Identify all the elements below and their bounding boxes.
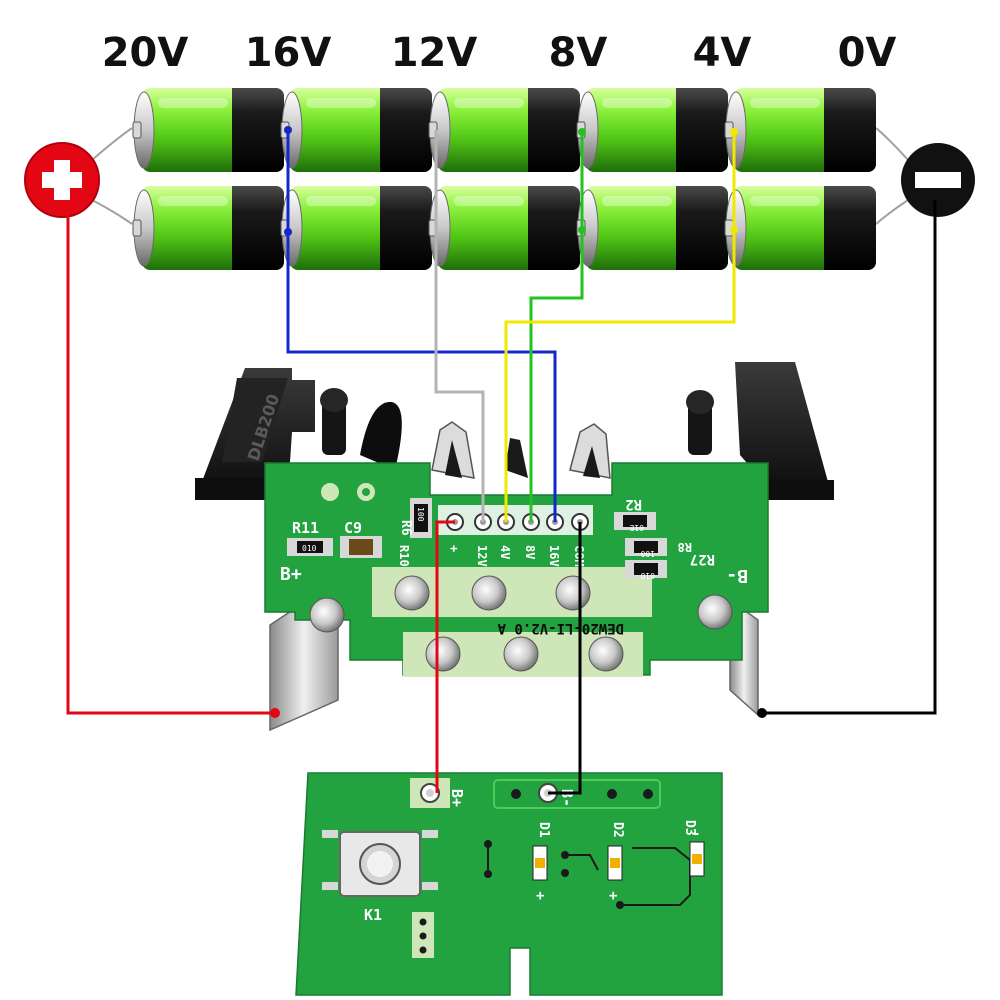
- label-d2-plus: +: [609, 888, 617, 904]
- battery-cell: [576, 186, 728, 270]
- voltage-label-0v: 0V: [838, 30, 897, 76]
- voltage-label-12v: 12V: [391, 30, 478, 76]
- label-r11: R11: [292, 519, 319, 537]
- label-r8: R8: [678, 540, 692, 554]
- pin-label: 4V: [498, 545, 512, 559]
- battery-cell: [428, 88, 580, 172]
- voltage-label-20v: 20V: [102, 30, 189, 76]
- label-b-minus-connector: B-: [726, 565, 748, 586]
- battery-cell: [724, 88, 876, 172]
- wire-b-minus-indicator: [548, 522, 582, 795]
- blade-contacts: [431, 421, 611, 479]
- label-smd-r6: 100: [416, 507, 425, 522]
- battery-cell: [576, 88, 728, 172]
- label-d2: D2: [610, 822, 625, 838]
- label-b-plus-connector: B+: [280, 564, 302, 585]
- label-r27: R27: [690, 551, 715, 567]
- board-id-label: DEW20-LI-V2.0 A: [497, 620, 624, 636]
- pin-label: 16V: [547, 545, 561, 567]
- wires: [66, 126, 937, 795]
- pin-label: +: [447, 545, 461, 552]
- negative-terminal-icon: [901, 143, 975, 217]
- battery-cell: [132, 88, 284, 172]
- wire-12v: [434, 130, 485, 522]
- voltage-labels: 20V 16V 12V 8V 4V 0V: [102, 30, 897, 76]
- label-d3-minus: -: [692, 826, 700, 842]
- battery-cell: [280, 186, 432, 270]
- terminal-links: [91, 127, 909, 225]
- voltage-label-8v: 8V: [549, 30, 608, 76]
- indicator-pcb: [295, 772, 723, 996]
- connector-board-assembly: DLB200: [195, 362, 834, 732]
- push-button-k1: [322, 830, 438, 897]
- voltage-label-16v: 16V: [245, 30, 332, 76]
- label-d1-plus: +: [536, 888, 544, 904]
- wire-negative-main: [762, 200, 937, 715]
- label-smd-r8: 100: [640, 549, 655, 558]
- pin-label: 12V: [475, 545, 489, 567]
- indicator-board: B+ B- K1: [295, 772, 723, 996]
- led-d1: [532, 845, 548, 881]
- label-smd-r11: 010: [302, 544, 317, 553]
- label-r6: R6: [398, 520, 413, 536]
- wire-8v: [529, 132, 584, 522]
- label-smd-r2: 01E: [629, 523, 644, 532]
- battery-cells: [132, 88, 876, 270]
- wire-positive-main: [66, 200, 275, 715]
- label-b-plus-indicator: B+: [448, 789, 466, 807]
- label-k1: K1: [364, 906, 382, 924]
- battery-cell: [428, 186, 580, 270]
- housing-left: DLB200: [195, 368, 315, 500]
- led-d2: [607, 845, 623, 881]
- label-d1: D1: [536, 822, 551, 838]
- wire-b-plus-indicator: [435, 520, 455, 793]
- battery-cell: [280, 88, 432, 172]
- label-r2: R2: [625, 496, 642, 512]
- voltage-label-4v: 4V: [693, 30, 752, 76]
- battery-cell: [132, 186, 284, 270]
- label-c9: C9: [344, 519, 362, 537]
- wire-16v: [286, 130, 557, 522]
- positive-terminal-icon: [24, 142, 100, 218]
- led-d3: [689, 841, 705, 877]
- label-r10: R10: [397, 545, 411, 567]
- label-d3: D3: [682, 820, 697, 836]
- battery-cell: [724, 186, 876, 270]
- label-smd-r27: 010: [640, 571, 655, 580]
- screws: [309, 575, 733, 672]
- smd-components: [287, 483, 667, 578]
- pin-label: 8V: [523, 545, 537, 559]
